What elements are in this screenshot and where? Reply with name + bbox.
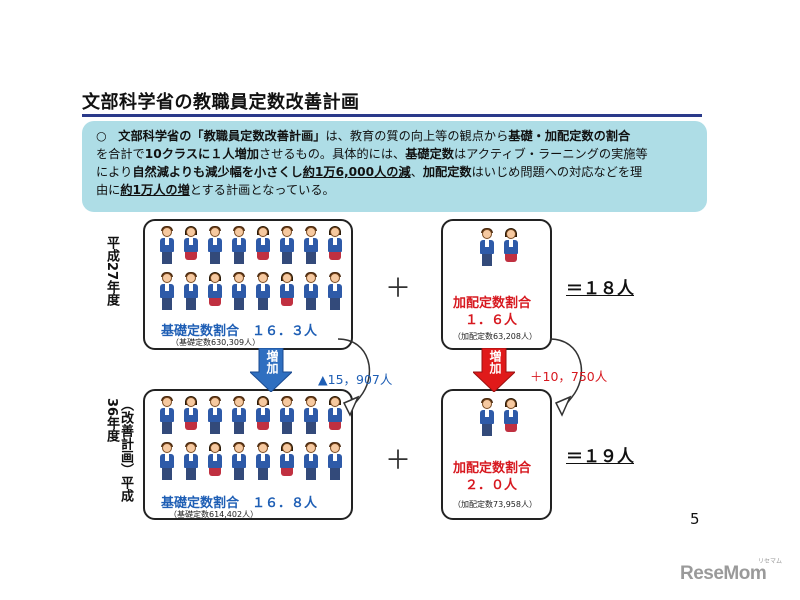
- teacher-icon: [229, 226, 249, 267]
- era-label-h27: 平成27年度: [104, 236, 119, 307]
- added-count-label: （加配定数73,958人）: [453, 500, 537, 509]
- teacher-icon: [253, 226, 273, 267]
- teacher-icon: [253, 442, 273, 483]
- summary-text: 10クラスに１人増加: [144, 147, 259, 161]
- teacher-icon: [277, 396, 297, 437]
- teacher-icon: [157, 442, 177, 483]
- added-ratio-label: 加配定数割合: [453, 296, 532, 311]
- plus-sign: ＋: [385, 274, 412, 304]
- teacher-icon: [157, 272, 177, 313]
- teacher-icon: [325, 226, 345, 267]
- teacher-illustrations: [155, 226, 351, 319]
- teacher-icon: [277, 226, 297, 267]
- teacher-icon: [229, 396, 249, 437]
- teacher-icon: [181, 442, 201, 483]
- teacher-icon: [301, 396, 321, 437]
- brand-logo: ReseMom: [680, 563, 767, 584]
- added-ratio-value: １．６人: [465, 313, 518, 328]
- teacher-icon: [477, 398, 497, 439]
- summary-text: 由に: [96, 183, 121, 197]
- summary-text: 加配定数: [422, 165, 472, 179]
- summary-box: ○ 文部科学省の「教職員定数改善計画」は、教育の質の向上等の観点から基礎・加配定…: [82, 121, 707, 212]
- summary-text: を合計で: [96, 147, 145, 161]
- teacher-icon: [205, 226, 225, 267]
- summary-text: 文部科学省の「教職員定数改善計画」: [118, 129, 326, 143]
- summary-text: させるもの。具体的には、: [258, 147, 406, 161]
- card-h36-basic: 基礎定数割合 １６．８人 （基礎定数614,402人）: [143, 389, 353, 520]
- delta-basic: ▲15，907人: [318, 372, 393, 387]
- teacher-icon: [253, 272, 273, 313]
- teacher-icon: [325, 396, 345, 437]
- added-ratio-value: ２．０人: [465, 478, 518, 493]
- blue-down-arrow-icon: [250, 348, 292, 392]
- card-h27-added: 加配定数割合 １．６人 （加配定数63,208人）: [441, 219, 552, 350]
- summary-text: 、: [410, 165, 423, 179]
- added-ratio-label: 加配定数割合: [453, 461, 532, 476]
- teacher-icon: [301, 272, 321, 313]
- summary-text: 自然減よりも減少幅を小さくし: [132, 165, 303, 179]
- summary-line-4: 由に約1万人の増とする計画となっている。: [96, 181, 697, 199]
- teacher-icon: [325, 442, 345, 483]
- summary-line-1: ○ 文部科学省の「教職員定数改善計画」は、教育の質の向上等の観点から基礎・加配定…: [96, 127, 697, 145]
- total-value: ＝１９人: [566, 447, 634, 467]
- teacher-icon: [277, 272, 297, 313]
- title-rule: [82, 114, 702, 117]
- teacher-icon: [501, 228, 521, 269]
- added-count-label: （加配定数63,208人）: [453, 332, 537, 341]
- total-h27: ＝１８人: [566, 274, 634, 299]
- teacher-icon: [205, 442, 225, 483]
- teacher-icon: [253, 396, 273, 437]
- teacher-icon: [301, 442, 321, 483]
- card-h27-basic: 基礎定数割合 １６．３人 （基礎定数630,309人）: [143, 219, 353, 350]
- page-number: 5: [690, 510, 700, 528]
- era-label-h36: （改善計画）平成36年度: [104, 398, 133, 502]
- summary-text: 基礎・加配定数の割合: [508, 129, 631, 143]
- arrow-label: 増加: [265, 350, 279, 374]
- plus-sign: ＋: [385, 446, 412, 476]
- teacher-icon: [301, 226, 321, 267]
- brand-subtext: リセマム: [758, 558, 783, 565]
- summary-text: はアクティブ・ラーニングの実施等: [453, 147, 648, 161]
- card-h36-added: 加配定数割合 ２．０人 （加配定数73,958人）: [441, 389, 552, 520]
- teacher-icon: [181, 226, 201, 267]
- total-value: ＝１８人: [566, 279, 634, 299]
- delta-added: ＋10，750人: [530, 369, 608, 384]
- summary-line-2: を合計で10クラスに１人増加させるもの。具体的には、基礎定数はアクティブ・ラーニ…: [96, 145, 697, 163]
- basic-ratio-label: 基礎定数割合 １６．３人: [161, 324, 318, 339]
- total-h36: ＝１９人: [566, 442, 634, 467]
- red-down-arrow-icon: [473, 348, 515, 392]
- arrow-label: 増加: [488, 350, 502, 374]
- summary-text: はいじめ問題への対応などを理: [471, 165, 643, 179]
- teacher-illustrations: [475, 228, 535, 275]
- teacher-icon: [181, 396, 201, 437]
- summary-text: 基礎定数: [405, 147, 454, 161]
- curved-arrow-icon: [337, 338, 370, 417]
- basic-count-label: （基礎定数630,309人）: [171, 338, 261, 347]
- slide-title: 文部科学省の教職員定数改善計画: [82, 92, 360, 113]
- teacher-icon: [157, 396, 177, 437]
- basic-count-label: （基礎定数614,402人）: [169, 510, 259, 519]
- summary-text: 約1万6,000人の減: [302, 165, 411, 179]
- teacher-icon: [277, 442, 297, 483]
- teacher-icon: [229, 272, 249, 313]
- teacher-icon: [325, 272, 345, 313]
- teacher-illustrations: [475, 398, 535, 445]
- teacher-icon: [205, 272, 225, 313]
- bullet: ○: [96, 129, 107, 143]
- summary-text: は、教育の質の向上等の観点から: [325, 129, 509, 143]
- teacher-illustrations: [155, 396, 351, 489]
- summary-text: とする計画となっている。: [189, 183, 335, 197]
- basic-ratio-label: 基礎定数割合 １６．８人: [161, 496, 318, 511]
- teacher-icon: [477, 228, 497, 269]
- summary-text: 約1万人の増: [120, 183, 190, 197]
- teacher-icon: [229, 442, 249, 483]
- teacher-icon: [501, 398, 521, 439]
- teacher-icon: [205, 396, 225, 437]
- teacher-icon: [157, 226, 177, 267]
- curved-arrow-icon: [549, 338, 582, 417]
- summary-line-3: により自然減よりも減少幅を小さくし約1万6,000人の減、加配定数はいじめ問題へ…: [96, 163, 697, 181]
- teacher-icon: [181, 272, 201, 313]
- summary-text: により: [96, 165, 133, 179]
